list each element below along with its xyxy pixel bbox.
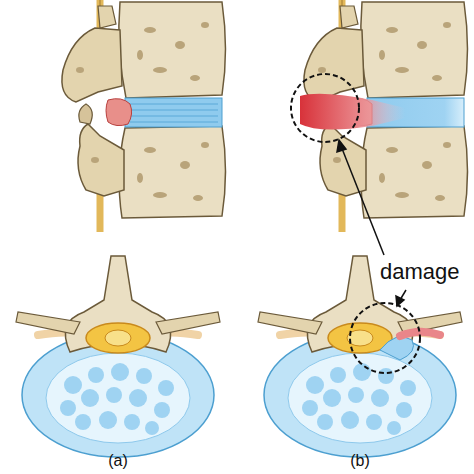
disc-fibres [130,104,218,122]
callout-label: damage [380,260,460,284]
axial-view [16,256,220,457]
disc-herniation [380,337,414,360]
disc-nucleus [106,99,132,126]
panel-label: (a) [108,452,128,470]
damage-circle [291,74,359,142]
intervertebral-disc [125,98,222,127]
lateral-view [62,0,226,232]
leader-line [341,146,384,255]
arrow-head [396,296,404,306]
disc-damage [300,94,405,130]
arrow-head [337,140,346,152]
axial-view [258,256,462,457]
panel-label: (b) [350,452,370,470]
damage-circle [350,303,420,373]
